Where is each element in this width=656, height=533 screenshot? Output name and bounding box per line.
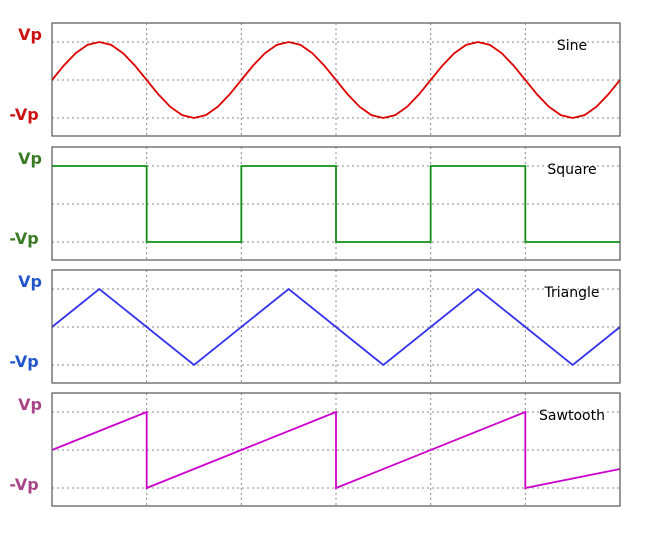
square-ytick-min: -Vp xyxy=(9,229,38,248)
sawtooth-waveform-line xyxy=(51,410,621,490)
sawtooth-title: Sawtooth xyxy=(539,408,605,424)
square-waveform-line xyxy=(52,165,620,243)
sine-frame xyxy=(51,22,621,137)
square-ytick-max: Vp xyxy=(18,149,42,168)
triangle-waveform-line xyxy=(51,287,621,367)
square-panel: Square Vp -Vp xyxy=(9,146,621,261)
triangle-ytick-min: -Vp xyxy=(9,352,38,371)
sine-ytick-min: -Vp xyxy=(9,105,38,124)
sine-panel: Sine Vp -Vp xyxy=(9,22,621,137)
sawtooth-frame xyxy=(51,392,621,507)
square-frame xyxy=(51,146,621,261)
triangle-title: Triangle xyxy=(544,285,600,301)
triangle-frame xyxy=(51,269,621,384)
sawtooth-ytick-max: Vp xyxy=(18,395,42,414)
sine-ytick-max: Vp xyxy=(18,25,42,44)
sine-title: Sine xyxy=(557,38,587,54)
sawtooth-panel: Sawtooth Vp -Vp xyxy=(9,392,621,507)
triangle-ytick-max: Vp xyxy=(18,272,42,291)
square-title: Square xyxy=(547,162,596,178)
sawtooth-ytick-min: -Vp xyxy=(9,475,38,494)
sine-waveform-line xyxy=(51,41,621,119)
triangle-panel: Triangle Vp -Vp xyxy=(9,269,621,384)
